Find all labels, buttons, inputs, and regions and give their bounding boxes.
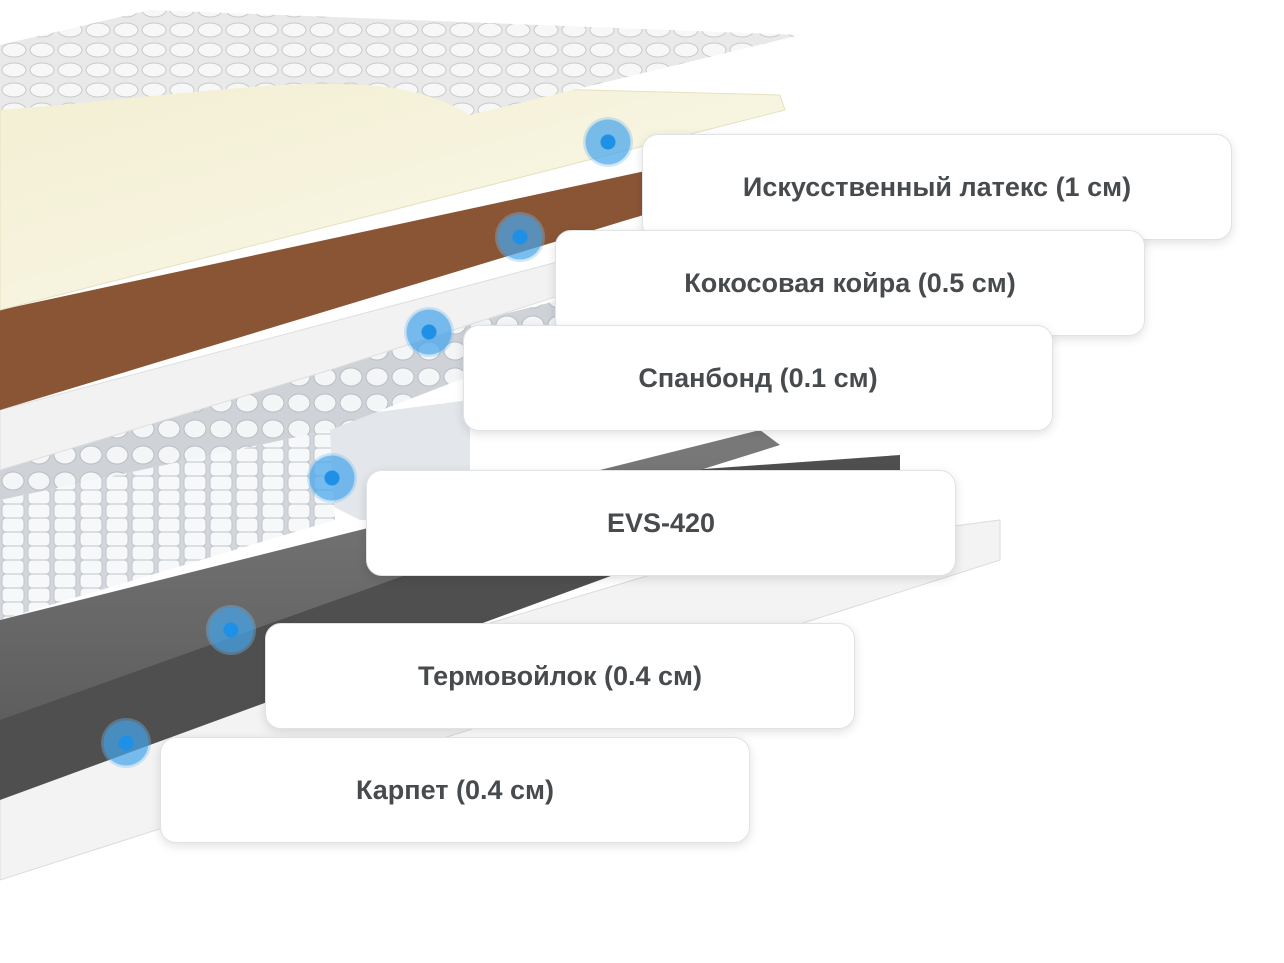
- layer-marker-dot[interactable]: [307, 453, 357, 503]
- layer-marker-dot[interactable]: [404, 307, 454, 357]
- layer-marker-dot[interactable]: [583, 117, 633, 167]
- layer-label-text: Кокосовая койра (0.5 см): [684, 268, 1016, 299]
- layer-label-text: Термовойлок (0.4 см): [418, 661, 702, 692]
- layer-label-thermofelt: Термовойлок (0.4 см): [265, 623, 855, 729]
- layer-label-coconut-coir: Кокосовая койра (0.5 см): [555, 230, 1145, 336]
- layer-label-spunbond: Спанбонд (0.1 см): [463, 325, 1053, 431]
- layer-label-carpet: Карпет (0.4 см): [160, 737, 750, 843]
- layer-marker-dot[interactable]: [495, 212, 545, 262]
- layer-marker-dot[interactable]: [101, 718, 151, 768]
- layer-label-artificial-latex: Искусственный латекс (1 см): [642, 134, 1232, 240]
- layer-label-evs-420: EVS-420: [366, 470, 956, 576]
- layer-label-text: Карпет (0.4 см): [356, 775, 554, 806]
- layer-label-text: Спанбонд (0.1 см): [638, 363, 877, 394]
- layer-label-text: EVS-420: [607, 508, 715, 539]
- layer-marker-dot[interactable]: [206, 605, 256, 655]
- layer-label-text: Искусственный латекс (1 см): [743, 172, 1131, 203]
